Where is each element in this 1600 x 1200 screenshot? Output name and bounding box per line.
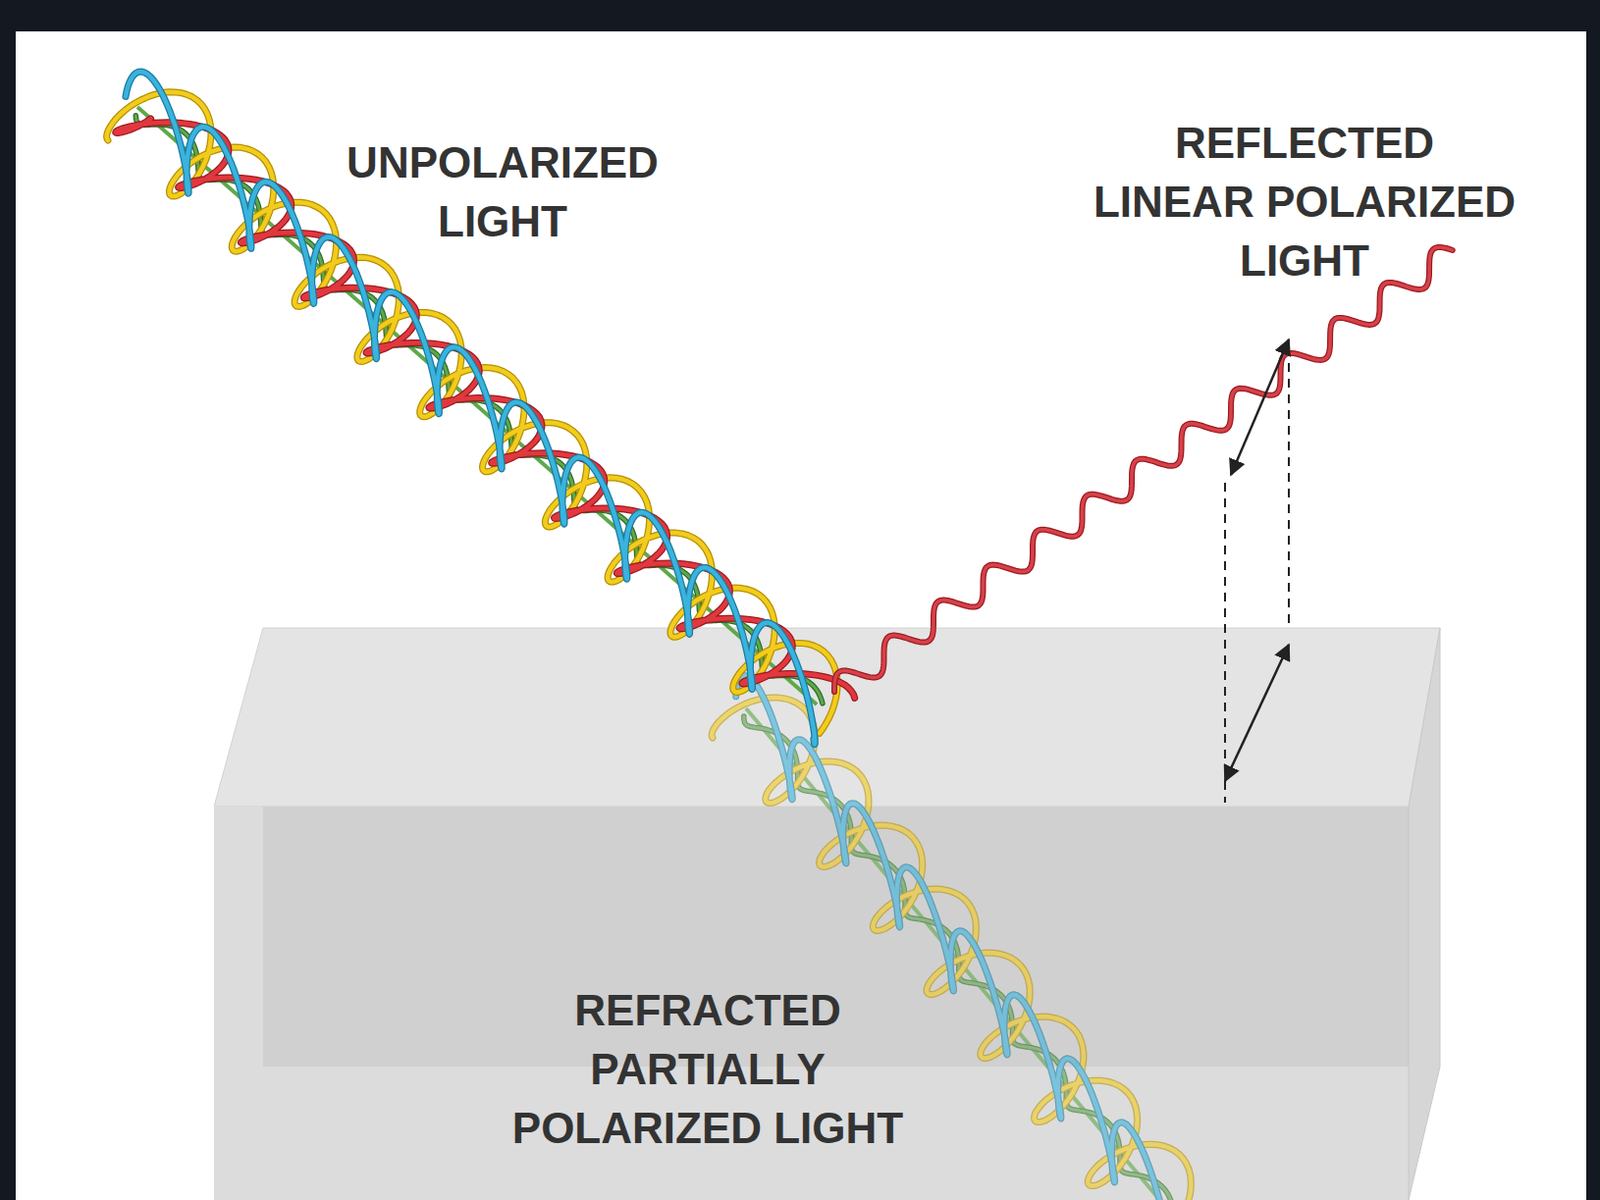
dashed-guide xyxy=(1224,482,1227,803)
polarization-arrow xyxy=(1225,644,1289,782)
wave-strand xyxy=(125,71,815,746)
wave-strand xyxy=(834,247,1453,693)
dashed-guide xyxy=(1287,347,1290,629)
wave-strand xyxy=(834,247,1453,693)
wave-strand xyxy=(115,118,855,699)
wave-strand xyxy=(115,118,855,699)
reflected-beam xyxy=(834,247,1453,693)
polarization-arrow xyxy=(1230,339,1289,476)
wave-strand xyxy=(135,115,823,704)
wave-strand xyxy=(106,92,839,735)
incident-beam xyxy=(106,71,855,746)
wave-strand xyxy=(135,115,823,704)
beam-label: UNPOLARIZED LIGHT xyxy=(325,133,680,252)
beam-label: REFLECTED LINEAR POLARIZED LIGHT xyxy=(1090,113,1519,291)
wave-strand xyxy=(106,92,839,735)
beam-label: REFRACTED PARTIALLY POLARIZED LIGHT xyxy=(506,981,909,1159)
glass-side xyxy=(1408,628,1440,1200)
wave-strand xyxy=(125,71,815,746)
